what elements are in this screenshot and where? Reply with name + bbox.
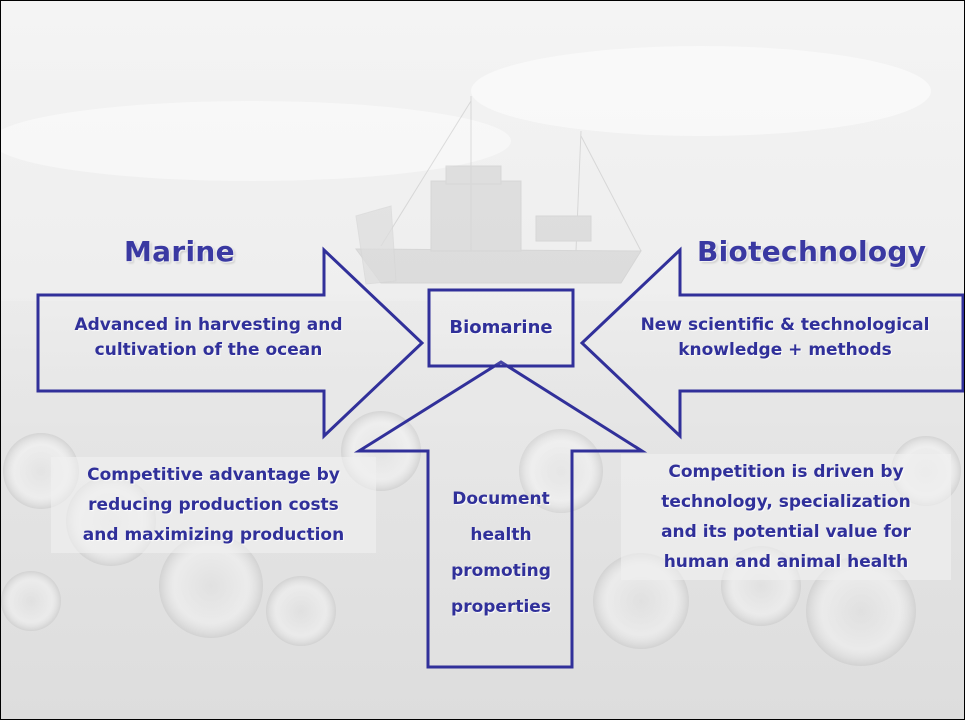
right-arrow-line-2: knowledge + methods bbox=[678, 340, 892, 360]
left-arrow-line-1: Advanced in harvesting and bbox=[74, 315, 343, 335]
center-label: Biomarine bbox=[449, 317, 553, 338]
right-arrow bbox=[579, 246, 964, 440]
bottom-arrow-text: Document health promoting properties bbox=[429, 481, 573, 625]
right-note-line-1: Competition is driven by bbox=[668, 462, 904, 482]
bottom-arrow-line-4: properties bbox=[451, 597, 551, 617]
center-box bbox=[427, 288, 575, 368]
bottom-arrow bbox=[353, 360, 648, 669]
bottom-arrow-line-1: Document bbox=[452, 489, 550, 509]
left-note-line-2: reducing production costs bbox=[88, 495, 339, 515]
left-arrow-text: Advanced in harvesting and cultivation o… bbox=[41, 313, 376, 363]
bottom-arrow-line-2: health bbox=[470, 525, 532, 545]
right-note: Competition is driven by technology, spe… bbox=[621, 454, 951, 580]
right-arrow-text: New scientific & technological knowledge… bbox=[606, 313, 964, 363]
left-note-line-3: and maximizing production bbox=[82, 525, 345, 545]
left-note: Competitive advantage by reducing produc… bbox=[51, 457, 376, 553]
left-note-line-1: Competitive advantage by bbox=[87, 465, 340, 485]
heading-biotechnology: Biotechnology bbox=[697, 235, 927, 268]
heading-marine: Marine bbox=[124, 235, 235, 268]
left-arrow bbox=[36, 246, 425, 440]
right-note-line-4: human and animal health bbox=[663, 552, 909, 572]
right-note-line-3: and its potential value for bbox=[661, 522, 911, 542]
ship-illustration bbox=[355, 96, 642, 285]
left-arrow-line-2: cultivation of the ocean bbox=[94, 340, 323, 360]
bottom-arrow-line-3: promoting bbox=[451, 561, 551, 581]
right-arrow-line-1: New scientific & technological bbox=[640, 315, 930, 335]
right-note-line-2: technology, specialization bbox=[661, 492, 911, 512]
